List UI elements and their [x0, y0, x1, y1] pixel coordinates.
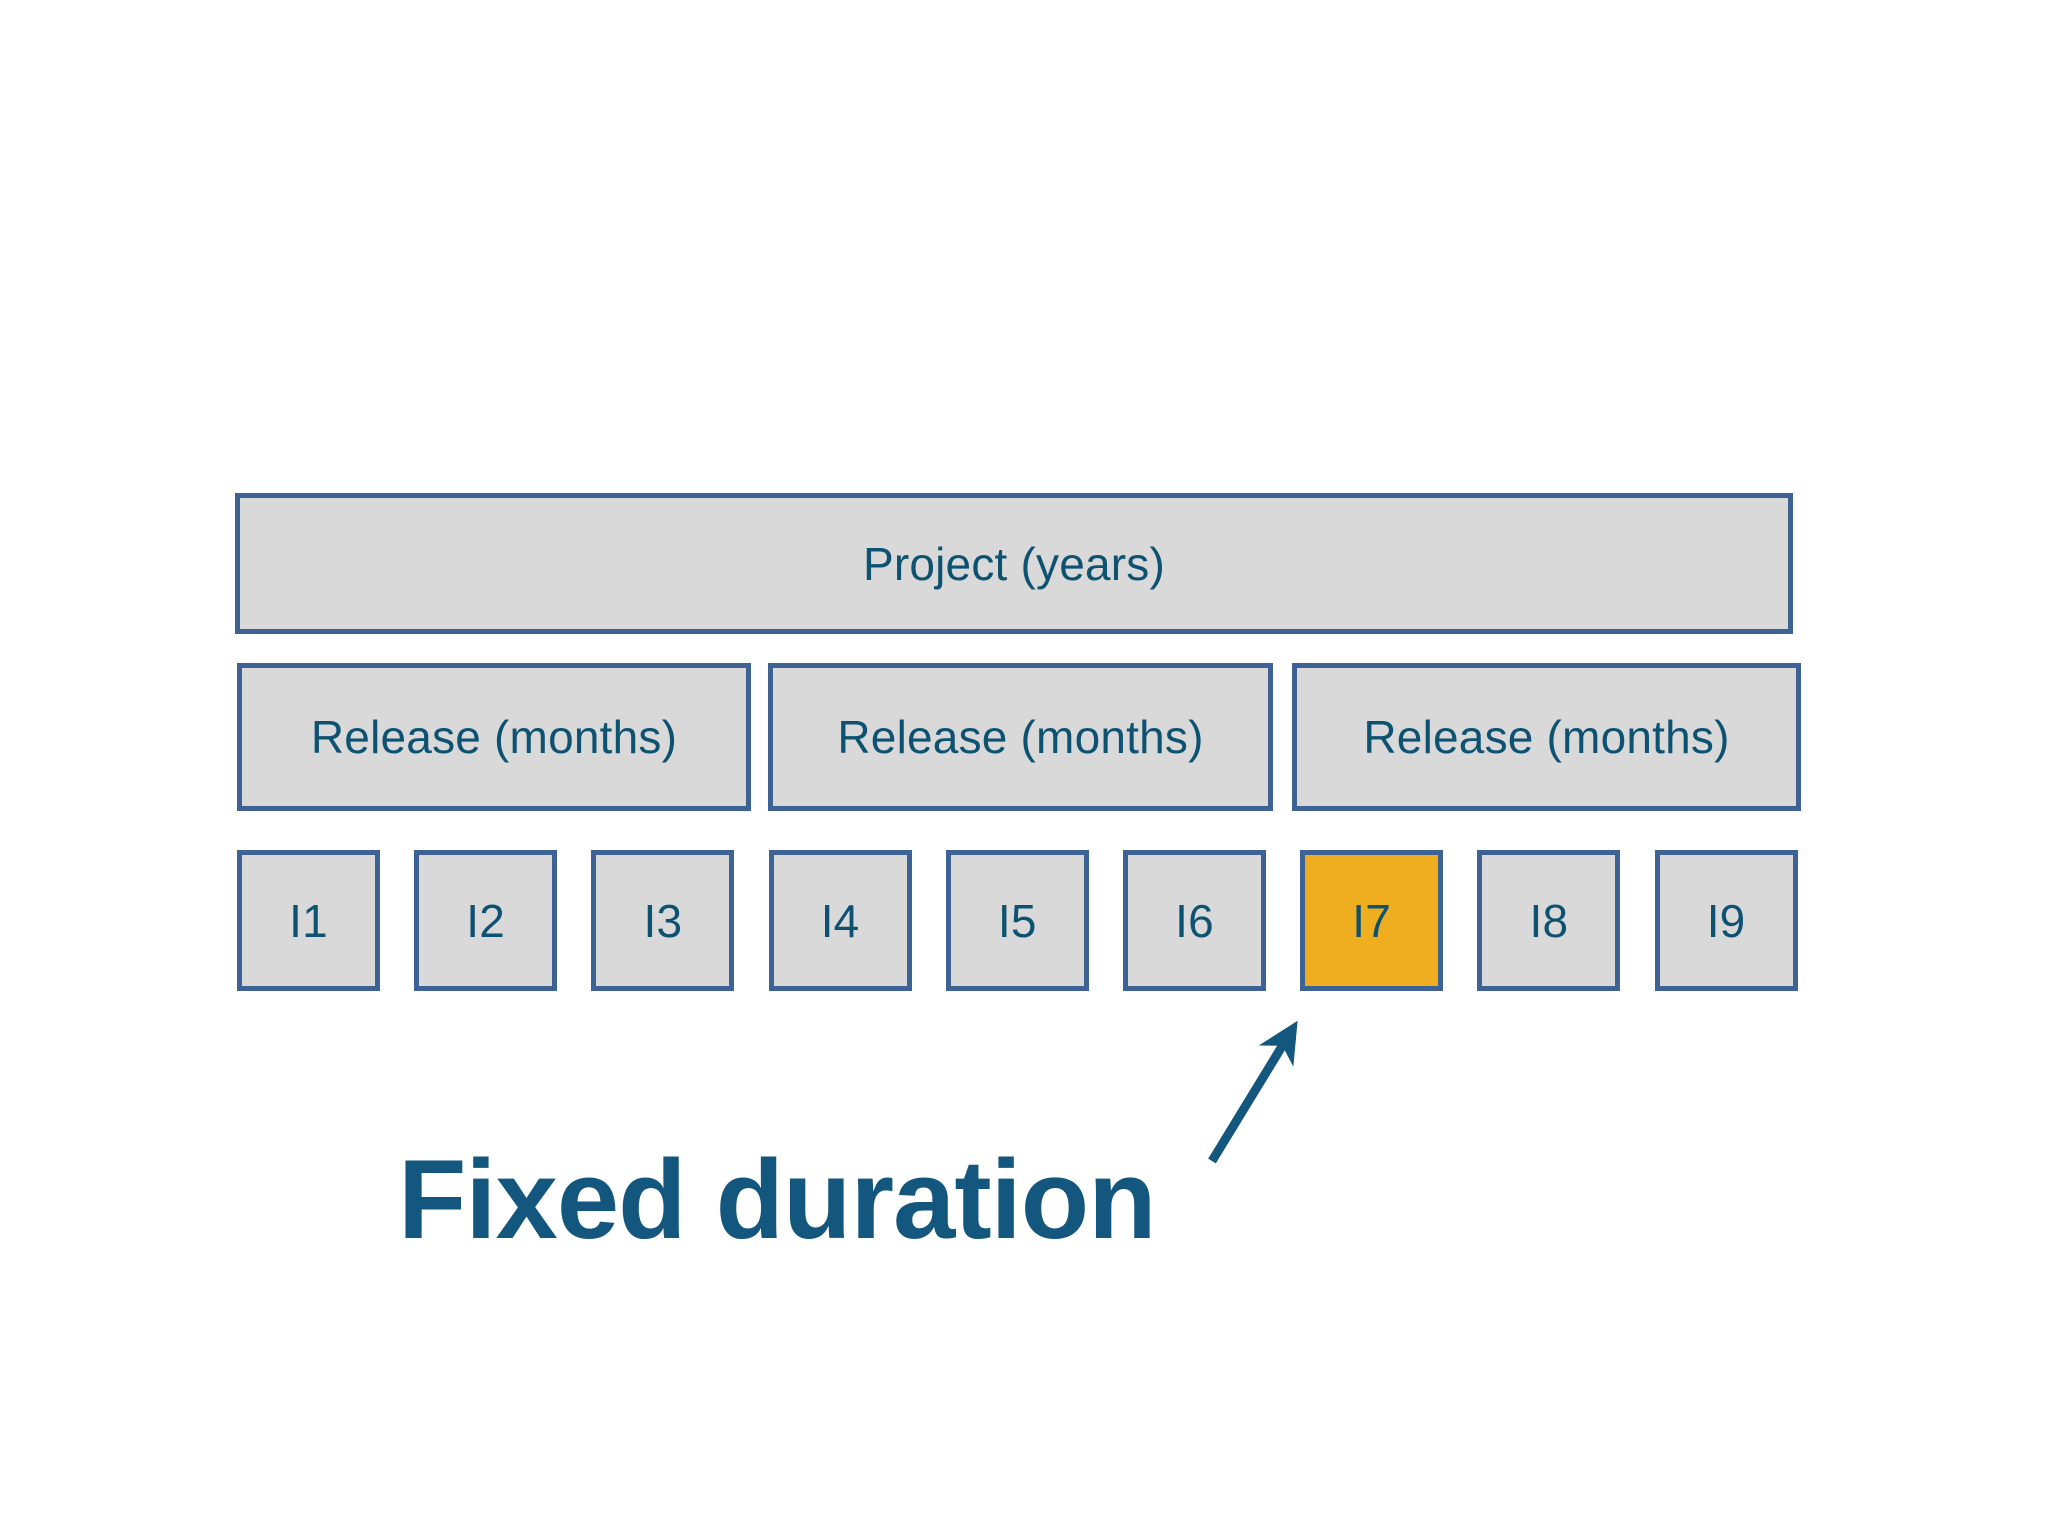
iteration-box-i2-label: I2: [466, 894, 506, 947]
project-bar: Project (years): [235, 493, 1793, 634]
iteration-box-i7: I7: [1300, 850, 1444, 991]
iteration-box-i7-label: I7: [1352, 894, 1392, 947]
iteration-box-i1-label: I1: [289, 894, 328, 947]
iteration-box-i5: I5: [945, 850, 1089, 991]
iteration-box-i1: I1: [237, 850, 380, 991]
iteration-box-i6-label: I6: [1175, 894, 1214, 947]
release-box-1-label: Release (months): [310, 711, 678, 763]
release-box-3: Release (months): [1292, 663, 1801, 811]
iteration-box-i9: I9: [1654, 850, 1798, 991]
iteration-box-i3: I3: [591, 850, 735, 991]
release-box-2: Release (months): [768, 663, 1273, 811]
iteration-box-i9-label: I9: [1706, 894, 1746, 947]
iteration-box-i4-label: I4: [820, 894, 860, 947]
iteration-box-i5-label: I5: [997, 894, 1037, 947]
iteration-box-i8: I8: [1477, 850, 1621, 991]
release-box-2-label: Release (months): [837, 711, 1204, 763]
project-bar-label: Project (years): [862, 537, 1166, 590]
iteration-box-i4: I4: [768, 850, 912, 991]
release-box-1: Release (months): [237, 663, 751, 811]
release-box-3-label: Release (months): [1363, 711, 1730, 763]
iteration-box-i2: I2: [414, 850, 558, 991]
arrow-up-right-icon: [1208, 1020, 1298, 1164]
callout-label: Fixed duration: [398, 1137, 1157, 1262]
iteration-box-i8-label: I8: [1529, 894, 1569, 947]
iteration-box-i6: I6: [1123, 850, 1266, 991]
iteration-box-i3-label: I3: [643, 894, 683, 947]
